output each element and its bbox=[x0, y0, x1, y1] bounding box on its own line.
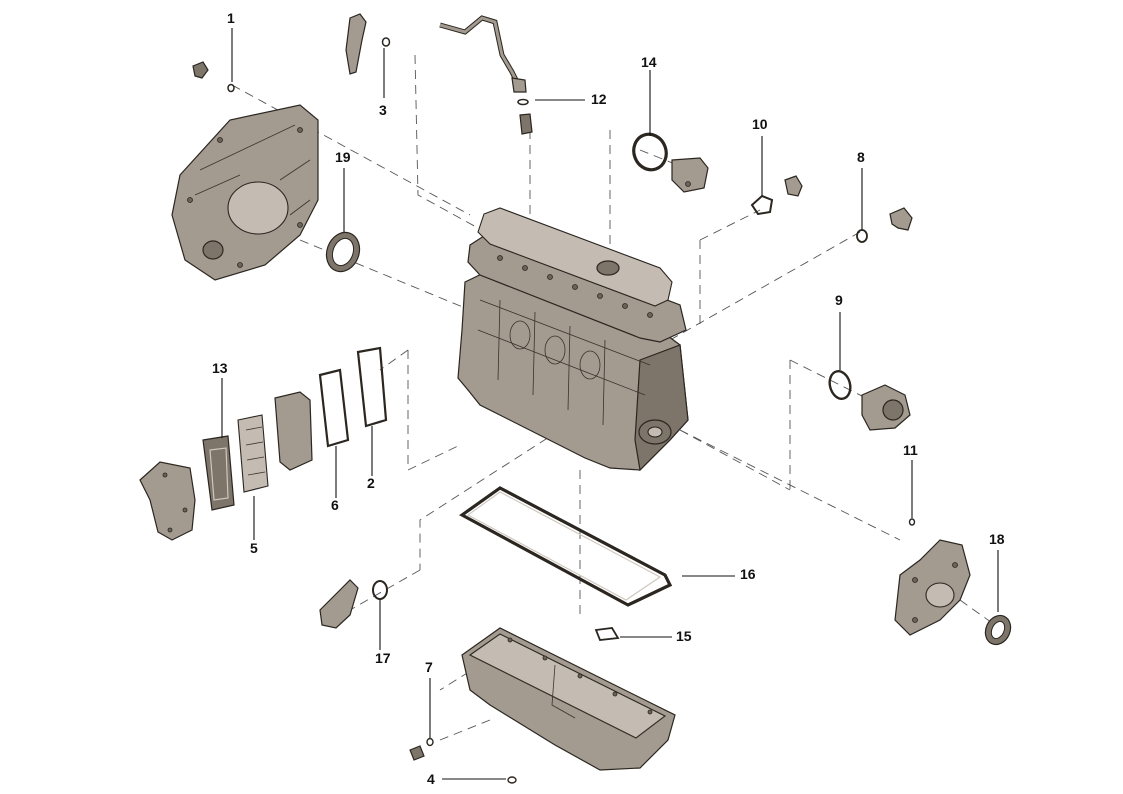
oil-pan-gasket-16 bbox=[458, 486, 673, 607]
drain-plug-7 bbox=[409, 737, 434, 761]
washer-4 bbox=[507, 776, 517, 784]
callout-15: 15 bbox=[676, 628, 692, 644]
callout-4: 4 bbox=[427, 771, 435, 787]
callout-6: 6 bbox=[331, 497, 339, 513]
callout-9: 9 bbox=[835, 292, 843, 308]
callout-10: 10 bbox=[752, 116, 768, 132]
callout-12: 12 bbox=[591, 91, 607, 107]
plug-1 bbox=[192, 61, 235, 93]
fitting-8 bbox=[856, 207, 913, 243]
flywheel-housing bbox=[171, 104, 319, 281]
sensor-3 bbox=[345, 13, 391, 75]
gasket-13 bbox=[202, 435, 235, 511]
callout-leader-lines bbox=[221, 28, 999, 780]
water-pump-9 bbox=[828, 370, 911, 431]
cooler-plate-5 bbox=[237, 414, 269, 493]
rear-seal-19 bbox=[325, 231, 361, 273]
callout-16: 16 bbox=[740, 566, 756, 582]
callout-2: 2 bbox=[367, 475, 375, 491]
tube-assembly-12 bbox=[439, 15, 533, 135]
gasket-6 bbox=[318, 368, 350, 448]
callout-1: 1 bbox=[227, 10, 235, 26]
callout-19: 19 bbox=[335, 149, 351, 165]
oring-11 bbox=[908, 518, 916, 526]
callout-3: 3 bbox=[379, 102, 387, 118]
head-bolts bbox=[497, 255, 653, 318]
cover-14 bbox=[632, 132, 709, 193]
thermostat-10 bbox=[750, 175, 803, 216]
callout-5: 5 bbox=[250, 540, 258, 556]
callout-7: 7 bbox=[425, 659, 433, 675]
callout-11: 11 bbox=[903, 442, 918, 458]
front-cover bbox=[894, 539, 971, 636]
callout-8: 8 bbox=[857, 149, 865, 165]
front-seal-18 bbox=[984, 614, 1012, 646]
oil-cooler-core bbox=[274, 391, 313, 471]
engine-block bbox=[457, 207, 689, 472]
callout-17: 17 bbox=[375, 650, 391, 666]
callout-14: 14 bbox=[641, 54, 657, 70]
oil-pan bbox=[461, 627, 676, 771]
suction-tube-17 bbox=[319, 579, 388, 629]
callout-18: 18 bbox=[989, 531, 1005, 547]
gasket-15 bbox=[594, 627, 620, 641]
gasket-2 bbox=[356, 346, 388, 428]
callout-13: 13 bbox=[212, 360, 228, 376]
oil-cooler-housing bbox=[139, 461, 196, 541]
